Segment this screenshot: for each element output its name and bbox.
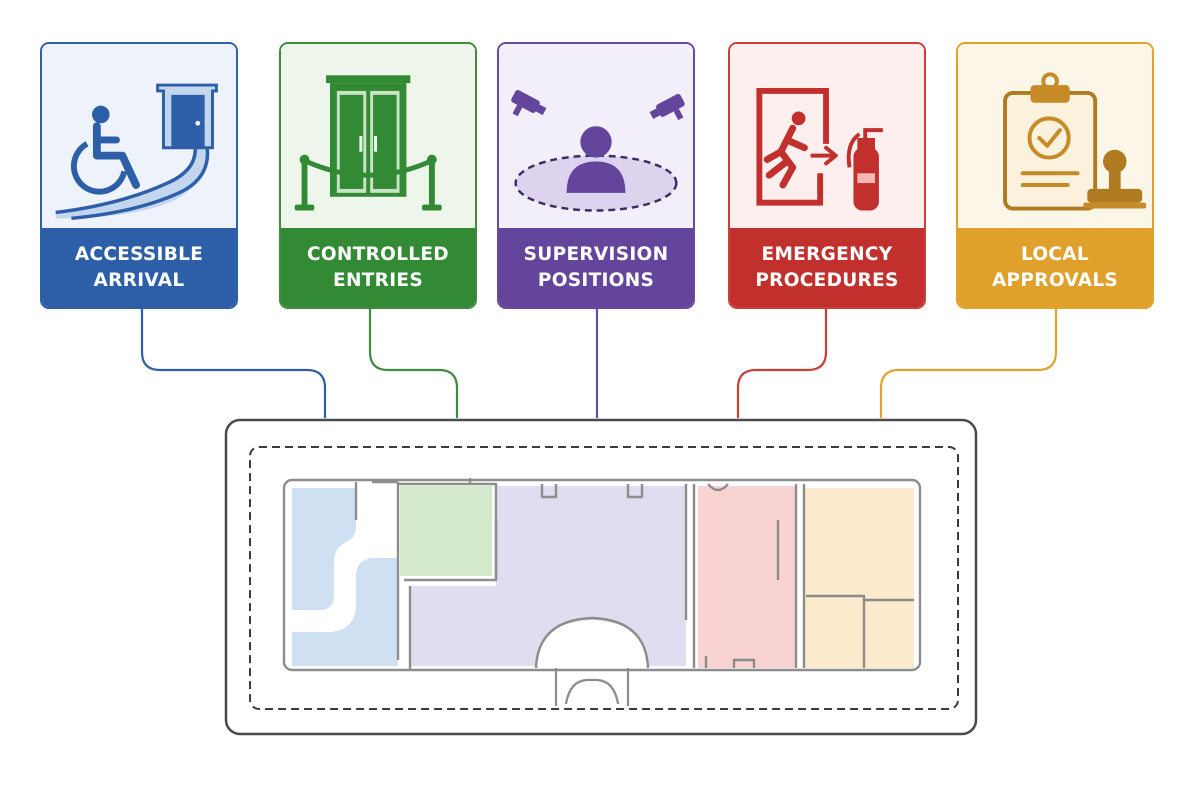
main-entrance-doors [554,668,630,706]
category-card-local-approvals: LOCAL APPROVALS [956,42,1154,309]
category-label-emergency-procedures: EMERGENCY PROCEDURES [730,228,924,307]
category-label-supervision-positions: SUPERVISION POSITIONS [499,228,693,307]
category-card-accessible-arrival: ACCESSIBLE ARRIVAL [40,42,238,309]
arrival-walls [354,480,400,660]
category-card-controlled-entries: CONTROLLED ENTRIES [279,42,477,309]
supervision-walls [408,484,688,670]
arrival-zone [292,558,398,666]
wheelchair-ramp-door-icon [42,44,236,230]
approvals-walls [802,484,914,668]
label-line: LOCAL [1020,243,1090,265]
label-line: ENTRIES [333,269,423,291]
cctv-person-zone-icon [499,44,693,230]
approvals-zone [804,488,914,668]
category-card-supervision-positions: SUPERVISION POSITIONS [497,42,695,309]
perimeter-dashed-line [249,446,959,710]
label-line: POSITIONS [537,269,655,291]
supervision-zone [410,486,686,666]
entry-zone [400,486,492,576]
connector-local-approvals [879,309,1058,418]
category-card-emergency-procedures: EMERGENCY PROCEDURES [728,42,926,309]
label-line: APPROVALS [991,269,1119,291]
clipboard-checkmark-stamp-icon [958,44,1152,230]
label-line: ARRIVAL [93,269,185,291]
double-door-rope-barrier-icon [281,44,475,230]
connector-accessible-arrival [140,309,327,418]
rotunda-arc [534,616,650,669]
label-line: CONTROLLED [307,243,449,265]
emergency-exit-fire-extinguisher-icon [730,44,924,230]
arrival-zone [292,488,356,610]
connector-controlled-entries [368,309,459,418]
emergency-walls [692,483,798,668]
category-label-local-approvals: LOCAL APPROVALS [958,228,1152,307]
label-line: SUPERVISION [523,243,669,265]
category-label-accessible-arrival: ACCESSIBLE ARRIVAL [42,228,236,307]
label-line: ACCESSIBLE [74,243,204,265]
category-label-controlled-entries: CONTROLLED ENTRIES [281,228,475,307]
interior-outline [282,478,922,672]
label-line: EMERGENCY [761,243,893,265]
label-line: PROCEDURES [755,269,899,291]
emergency-zone [698,486,796,668]
connector-emergency-procedures [736,309,828,418]
